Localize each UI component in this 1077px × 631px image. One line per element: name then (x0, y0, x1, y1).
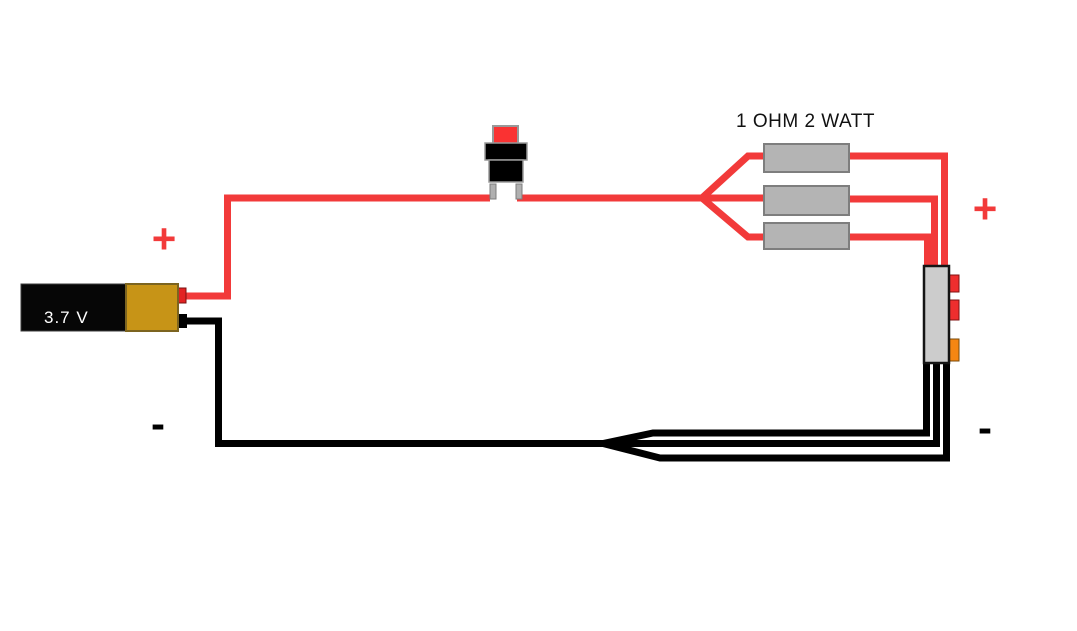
button-pin-right (515, 183, 523, 200)
wire-split-to-bottom-resistor (699, 195, 768, 241)
output-negative-label: - (978, 404, 992, 451)
battery-gold-cap (125, 283, 179, 332)
wire-top-resistor-to-connector (846, 152, 948, 268)
connector-body (922, 264, 951, 365)
battery-negative-terminal (176, 314, 187, 328)
wire-negative-branch-middle (603, 361, 940, 447)
resistor-bank (763, 143, 850, 250)
wire-bottom-resistor-to-connector (846, 233, 931, 268)
positive-wires (183, 152, 948, 300)
battery (20, 283, 187, 332)
wire-middle-resistor-to-connector (846, 195, 938, 268)
resistor-middle (763, 185, 850, 216)
button-body-upper (484, 142, 528, 161)
button-body-lower (488, 159, 524, 183)
battery-positive-label: + (151, 215, 177, 262)
wire-negative-branch-top (602, 361, 930, 447)
wire-split-to-top-resistor (699, 152, 768, 201)
resistor-rating-label: 1 OHM 2 WATT (736, 111, 875, 132)
battery-voltage-label: 3.7 V (44, 308, 89, 327)
resistor-bottom (763, 222, 850, 250)
button-pin-left (489, 183, 497, 200)
output-positive-label: + (972, 185, 998, 232)
terminal-connector (922, 264, 960, 365)
negative-wires (183, 317, 950, 462)
wire-negative-branch-bottom (602, 361, 950, 462)
push-button-switch (484, 125, 528, 200)
wire-battery-to-switch (183, 194, 490, 300)
battery-negative-label: - (151, 400, 165, 447)
button-cap (492, 125, 519, 145)
resistor-top (763, 143, 850, 173)
wire-battery-negative (183, 317, 604, 447)
